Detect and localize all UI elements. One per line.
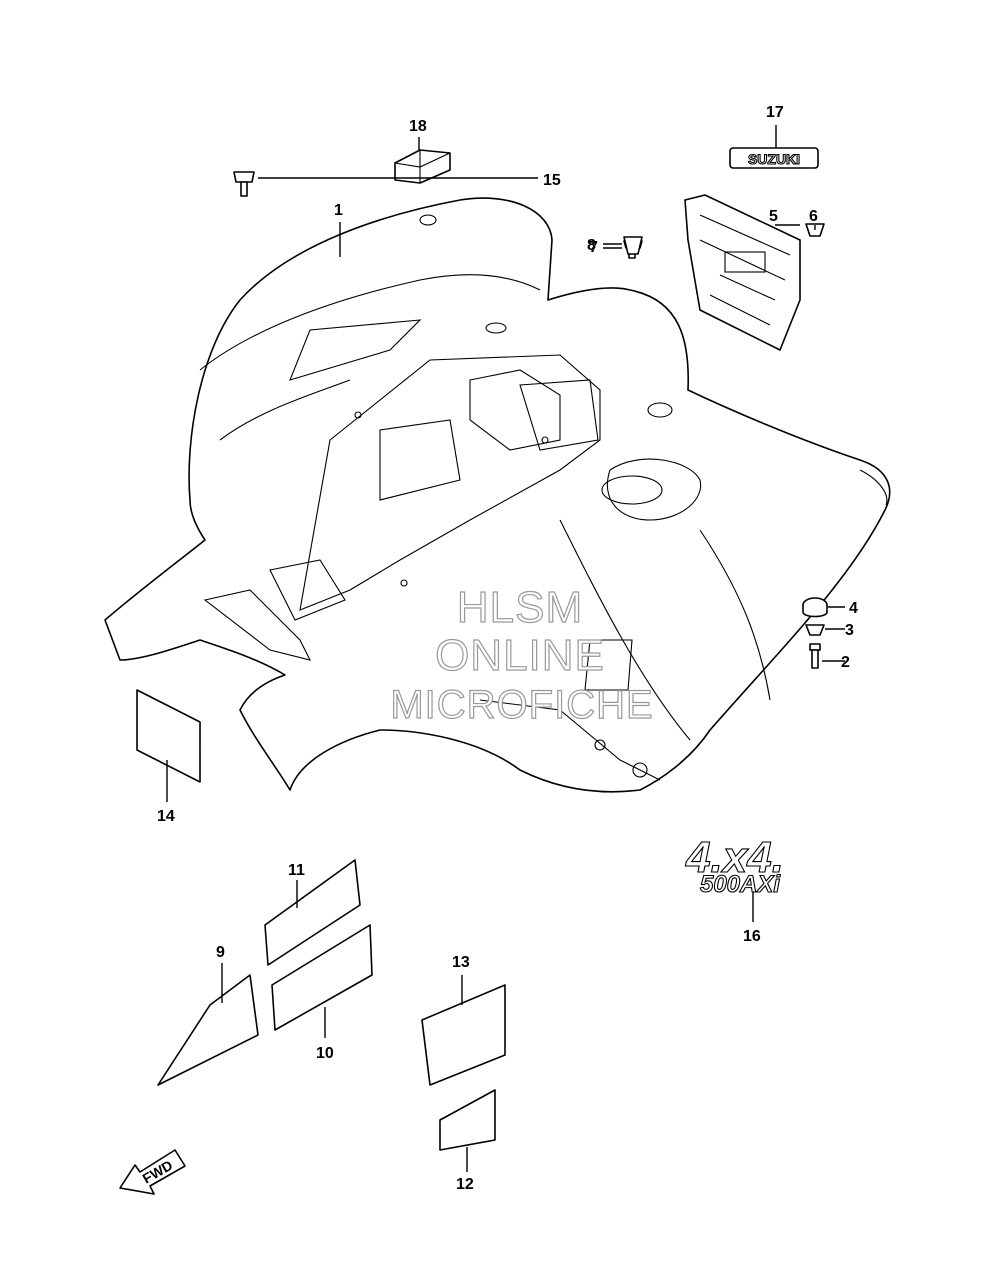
watermark-line-1: HLSM	[457, 583, 583, 632]
rear-fender-part	[104, 197, 891, 793]
sticker-12	[439, 1089, 496, 1151]
model-emblem-text: 500AXi	[700, 871, 781, 898]
nut-part-8	[623, 236, 643, 255]
4x4-emblem-text: 4.x4.	[685, 833, 784, 882]
4x4-emblem: 4.x4. 500AXi	[685, 832, 785, 898]
callout-11: 11	[288, 862, 305, 879]
callout-10: 10	[316, 1045, 334, 1062]
screw-part-15	[233, 171, 255, 197]
grommet-part	[802, 597, 828, 618]
callout-6: 6	[809, 208, 818, 225]
callout-9: 9	[216, 944, 225, 961]
callout-16: 16	[743, 928, 761, 945]
sticker-10	[271, 924, 373, 1031]
callout-5: 5	[769, 208, 778, 225]
sticker-11	[264, 859, 361, 966]
sticker-9	[157, 974, 259, 1086]
callout-4: 4	[849, 600, 858, 617]
watermark: HLSM ONLINE MICROFICHE	[390, 582, 654, 727]
callout-8: 8	[587, 237, 596, 254]
fwd-arrow: FWD	[119, 1149, 186, 1195]
callout-15: 15	[543, 172, 561, 189]
bracket-part	[684, 194, 801, 351]
watermark-line-3: MICROFICHE	[390, 683, 653, 727]
suzuki-emblem-text: SUZUKI	[748, 151, 800, 167]
label-sticker-14	[136, 689, 201, 783]
callout-2: 2	[841, 654, 850, 671]
suzuki-emblem: SUZUKI	[729, 147, 819, 169]
watermark-line-2: ONLINE	[435, 631, 605, 680]
callout-3: 3	[845, 622, 854, 639]
collar-part	[805, 624, 825, 636]
callout-17: 17	[766, 104, 784, 121]
rubber-block-part	[394, 149, 451, 184]
callout-1: 1	[334, 202, 343, 219]
leader-lines	[166, 125, 845, 1172]
callout-7: 7	[589, 239, 598, 256]
sticker-13	[421, 984, 506, 1086]
bolt-part	[809, 643, 821, 669]
callout-numbers: 1 2 3 4 5 6 7 8 9 10 11 12 13 14 15 16 1…	[157, 104, 858, 1193]
callout-18: 18	[409, 118, 427, 135]
callout-13: 13	[452, 954, 470, 971]
callout-14: 14	[157, 808, 175, 825]
callout-12: 12	[456, 1176, 474, 1193]
